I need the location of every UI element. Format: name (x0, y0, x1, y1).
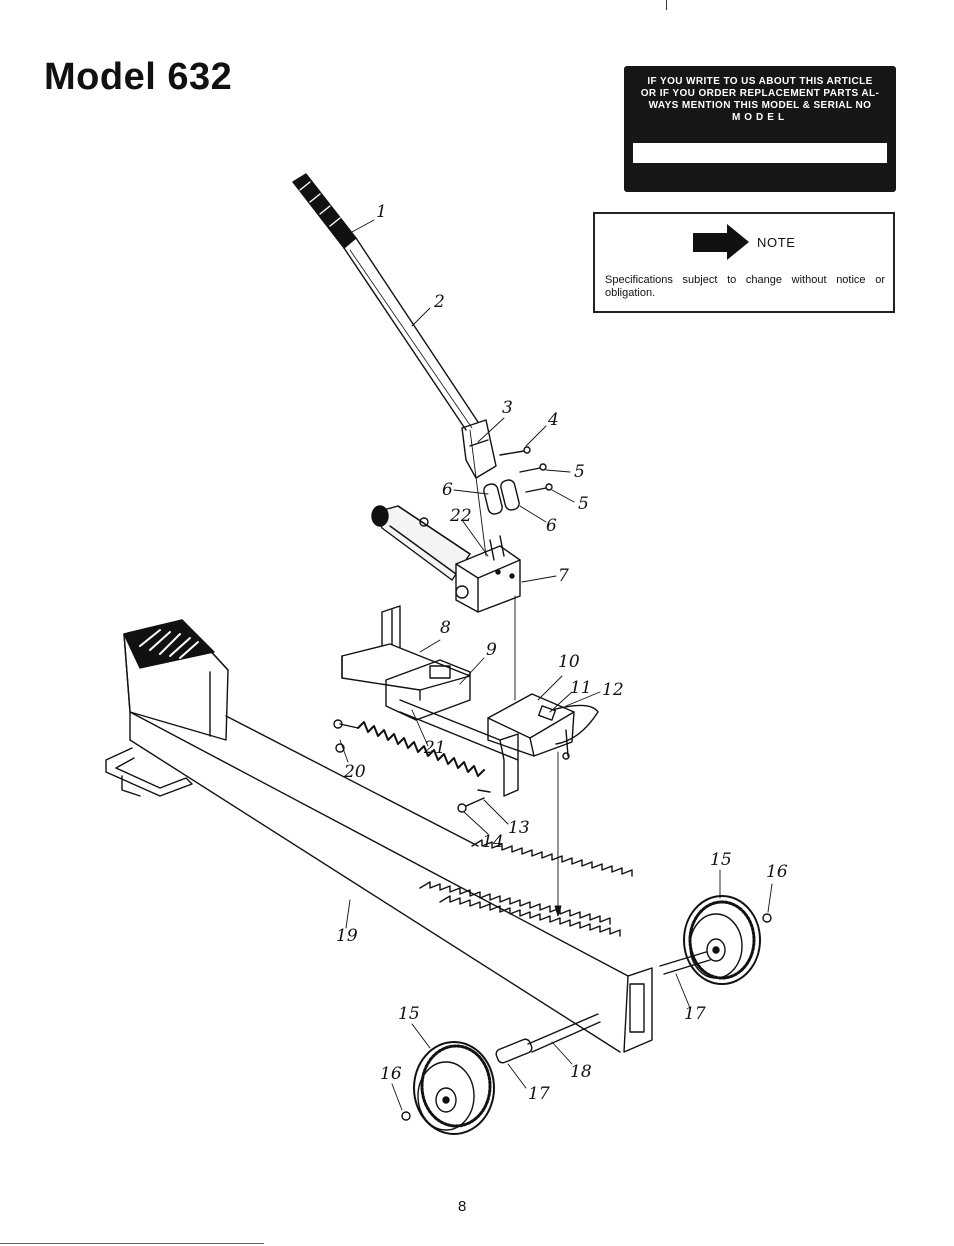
page-number: 8 (458, 1198, 467, 1215)
callout-9: 9 (486, 640, 497, 660)
spring-bolt (335, 743, 485, 813)
callout-21: 21 (424, 738, 446, 758)
left-axle (495, 1013, 601, 1064)
handle-grip (292, 173, 357, 249)
callout-16a: 16 (766, 862, 788, 882)
callout-11: 11 (570, 678, 592, 698)
hydraulic-jack (371, 505, 521, 613)
bottom-rule (0, 1243, 264, 1244)
carriage-frame (399, 693, 599, 797)
top-edge-mark (666, 0, 667, 10)
serial-plate-model-label: MODEL (731, 112, 789, 123)
callout-16b: 16 (380, 1064, 402, 1084)
push-plate (341, 605, 471, 721)
serial-plate-model-field (633, 143, 887, 163)
callout-17a: 17 (684, 1004, 706, 1024)
callout-7: 7 (558, 566, 569, 586)
callout-1: 1 (376, 202, 387, 222)
callout-6b: 6 (546, 516, 557, 536)
callout-8: 8 (440, 618, 451, 638)
callout-4: 4 (548, 410, 559, 430)
callout-22: 22 (450, 506, 472, 526)
callout-19: 19 (336, 926, 358, 946)
note-box: NOTE Specifications subject to change wi… (593, 212, 895, 313)
callout-3: 3 (502, 398, 513, 418)
callout-15b: 15 (398, 1004, 420, 1024)
callout-5a: 5 (574, 462, 585, 482)
handle-tube (343, 237, 479, 431)
callout-2: 2 (434, 292, 445, 312)
serial-number-plate: IF YOU WRITE TO US ABOUT THIS ARTICLE OR… (624, 66, 896, 192)
return-spring (333, 719, 491, 793)
right-wheel (683, 895, 772, 985)
callout-18: 18 (570, 1062, 592, 1082)
note-text: Specifications subject to change without… (605, 274, 885, 299)
callout-14: 14 (482, 832, 504, 852)
main-beam (129, 711, 653, 1053)
callout-13: 13 (508, 818, 530, 838)
callout-15a: 15 (710, 850, 732, 870)
serial-plate-text: IF YOU WRITE TO US ABOUT THIS ARTICLE OR… (632, 76, 888, 124)
callout-12: 12 (602, 680, 624, 700)
serial-plate-line-3: WAYS MENTION THIS MODEL & SERIAL NO (648, 100, 872, 111)
splitting-wedge (123, 619, 229, 741)
arrow-right-icon (693, 224, 749, 260)
pump-links (483, 479, 520, 515)
callout-17b: 17 (528, 1084, 550, 1104)
serial-plate-line-2: OR IF YOU ORDER REPLACEMENT PARTS AL- (640, 88, 880, 99)
note-label: NOTE (757, 235, 796, 250)
callout-5b: 5 (578, 494, 589, 514)
callout-6a: 6 (442, 480, 453, 500)
callout-20: 20 (344, 762, 366, 782)
page-title: Model 632 (44, 56, 233, 98)
handle-socket (461, 419, 497, 479)
right-axle (659, 951, 711, 975)
socket-bolts (499, 446, 553, 493)
left-wheel (401, 1041, 495, 1135)
callout-10: 10 (558, 652, 580, 672)
serial-plate-line-1: IF YOU WRITE TO US ABOUT THIS ARTICLE (647, 76, 873, 87)
front-handle (105, 747, 193, 797)
leader-lines (339, 219, 773, 1111)
